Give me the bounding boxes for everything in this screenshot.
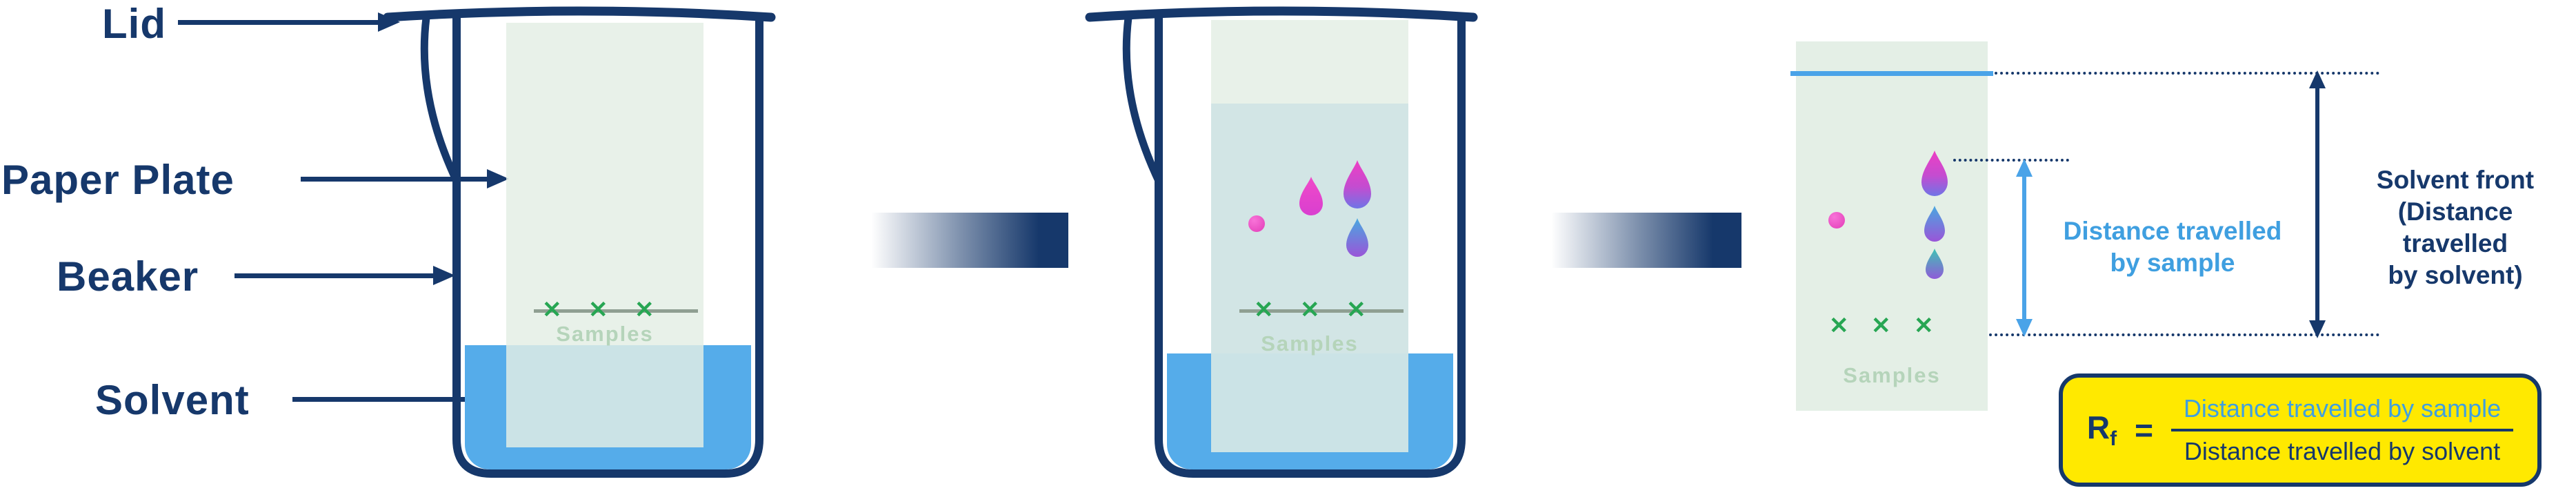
paper-plate-arrow	[301, 169, 509, 188]
solvent-front-label-line1: Solvent front	[2376, 166, 2535, 194]
solvent-front-label-line2: (Distance travelled	[2397, 197, 2513, 258]
beaker-spout-line	[1122, 14, 1163, 185]
transition-arrow-2	[1551, 213, 1741, 268]
sample-x-mark: ✕	[1829, 313, 1849, 339]
sample-top-dotted-line	[1953, 159, 2069, 162]
beaker-lid	[1085, 6, 1478, 22]
samples-label: Samples	[1843, 363, 1941, 387]
rf-denominator: Distance travelled by solvent	[2184, 437, 2501, 465]
rf-numerator: Distance travelled by sample	[2183, 394, 2502, 423]
lid-arrow	[178, 12, 400, 32]
sample-spot-drop	[1346, 218, 1368, 257]
beaker-spout-line	[420, 14, 461, 185]
sample-baseline	[1239, 309, 1404, 313]
sample-distance-arrow	[2016, 159, 2033, 337]
sample-x-mark: ✕	[1300, 297, 1320, 323]
samples-label: Samples	[556, 322, 654, 346]
sample-distance-label: Distance travelled by sample	[2055, 215, 2290, 279]
sample-x-mark: ✕	[1914, 313, 1934, 339]
solvent-front-label-line3: by solvent)	[2388, 261, 2523, 289]
solvent-front-line	[1790, 71, 1993, 76]
sample-x-mark: ✕	[542, 297, 562, 323]
sample-x-mark: ✕	[588, 297, 608, 323]
sample-spot-drop	[1299, 177, 1323, 215]
paper-plate	[506, 23, 703, 447]
baseline-dotted-line	[1989, 333, 2379, 336]
rf-fraction: Distance travelled by sample Distance tr…	[2170, 394, 2514, 466]
beaker-lid	[383, 6, 776, 22]
sample-spot-drop	[1926, 249, 1944, 279]
label-paper-plate: Paper Plate	[1, 157, 234, 203]
solvent-front-label: Solvent front (Distance travelled by sol…	[2344, 164, 2567, 291]
paper-strip	[1796, 41, 1988, 411]
label-beaker: Beaker	[57, 253, 199, 300]
sample-distance-label-line2: by sample	[2110, 249, 2235, 277]
rf-symbol: Rf	[2086, 409, 2117, 451]
sample-distance-label-line1: Distance travelled	[2063, 217, 2282, 245]
sample-x-mark: ✕	[635, 297, 655, 323]
sample-spot-drop	[1924, 206, 1945, 242]
rf-fraction-bar	[2170, 429, 2514, 431]
sample-x-mark: ✕	[1254, 297, 1274, 323]
sample-baseline	[534, 309, 698, 313]
rf-equals: =	[2135, 412, 2153, 448]
sample-spot-drop	[1921, 151, 1948, 196]
sample-spot-pink	[1248, 215, 1265, 232]
sample-spot-pink	[1828, 212, 1845, 229]
beaker-outline	[1122, 12, 1466, 478]
paper-plate	[1211, 20, 1408, 452]
transition-arrow-1	[871, 213, 1068, 268]
sample-x-mark: ✕	[1346, 297, 1366, 323]
label-solvent: Solvent	[95, 377, 250, 423]
samples-label: Samples	[1261, 331, 1359, 356]
sample-x-mark: ✕	[1871, 313, 1891, 339]
solvent-front-dotted-line	[1995, 72, 2379, 75]
beaker-outline	[420, 12, 763, 478]
solvent-front-arrow	[2309, 70, 2326, 338]
sample-spot-drop	[1344, 160, 1371, 208]
rf-formula-box: Rf = Distance travelled by sample Distan…	[2059, 373, 2542, 487]
beaker-arrow	[234, 266, 455, 285]
label-lid: Lid	[102, 1, 166, 47]
